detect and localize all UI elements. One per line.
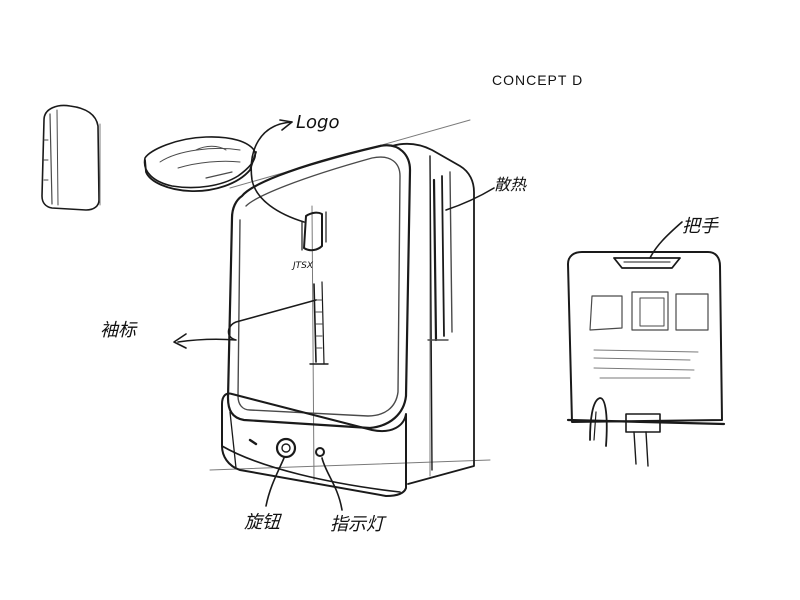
annotation-sleeve-text: 袖标 bbox=[100, 320, 138, 341]
annotation-light: 指示灯 bbox=[321, 457, 387, 535]
back-view-sketch bbox=[566, 251, 726, 467]
concept-title: CONCEPT D bbox=[492, 72, 584, 88]
annotation-knob-text: 旋钮 bbox=[244, 512, 283, 533]
side-view-sketch bbox=[41, 104, 101, 211]
device-mark: JTSX bbox=[291, 261, 314, 271]
top-view-sketch bbox=[143, 136, 257, 192]
annotation-knob: 旋钮 bbox=[244, 457, 285, 533]
annotation-logo: Logo bbox=[250, 112, 339, 223]
annotation-handle-text: 把手 bbox=[682, 216, 719, 237]
main-device-sketch: JTSX bbox=[209, 119, 491, 497]
annotation-vent: 散热 bbox=[445, 175, 527, 211]
annotation-handle: 把手 bbox=[649, 216, 719, 259]
annotation-light-text: 指示灯 bbox=[330, 514, 387, 535]
annotation-sleeve: 袖标 bbox=[100, 299, 317, 349]
annotation-vent-text: 散热 bbox=[494, 175, 527, 194]
annotation-logo-text: Logo bbox=[296, 112, 339, 133]
